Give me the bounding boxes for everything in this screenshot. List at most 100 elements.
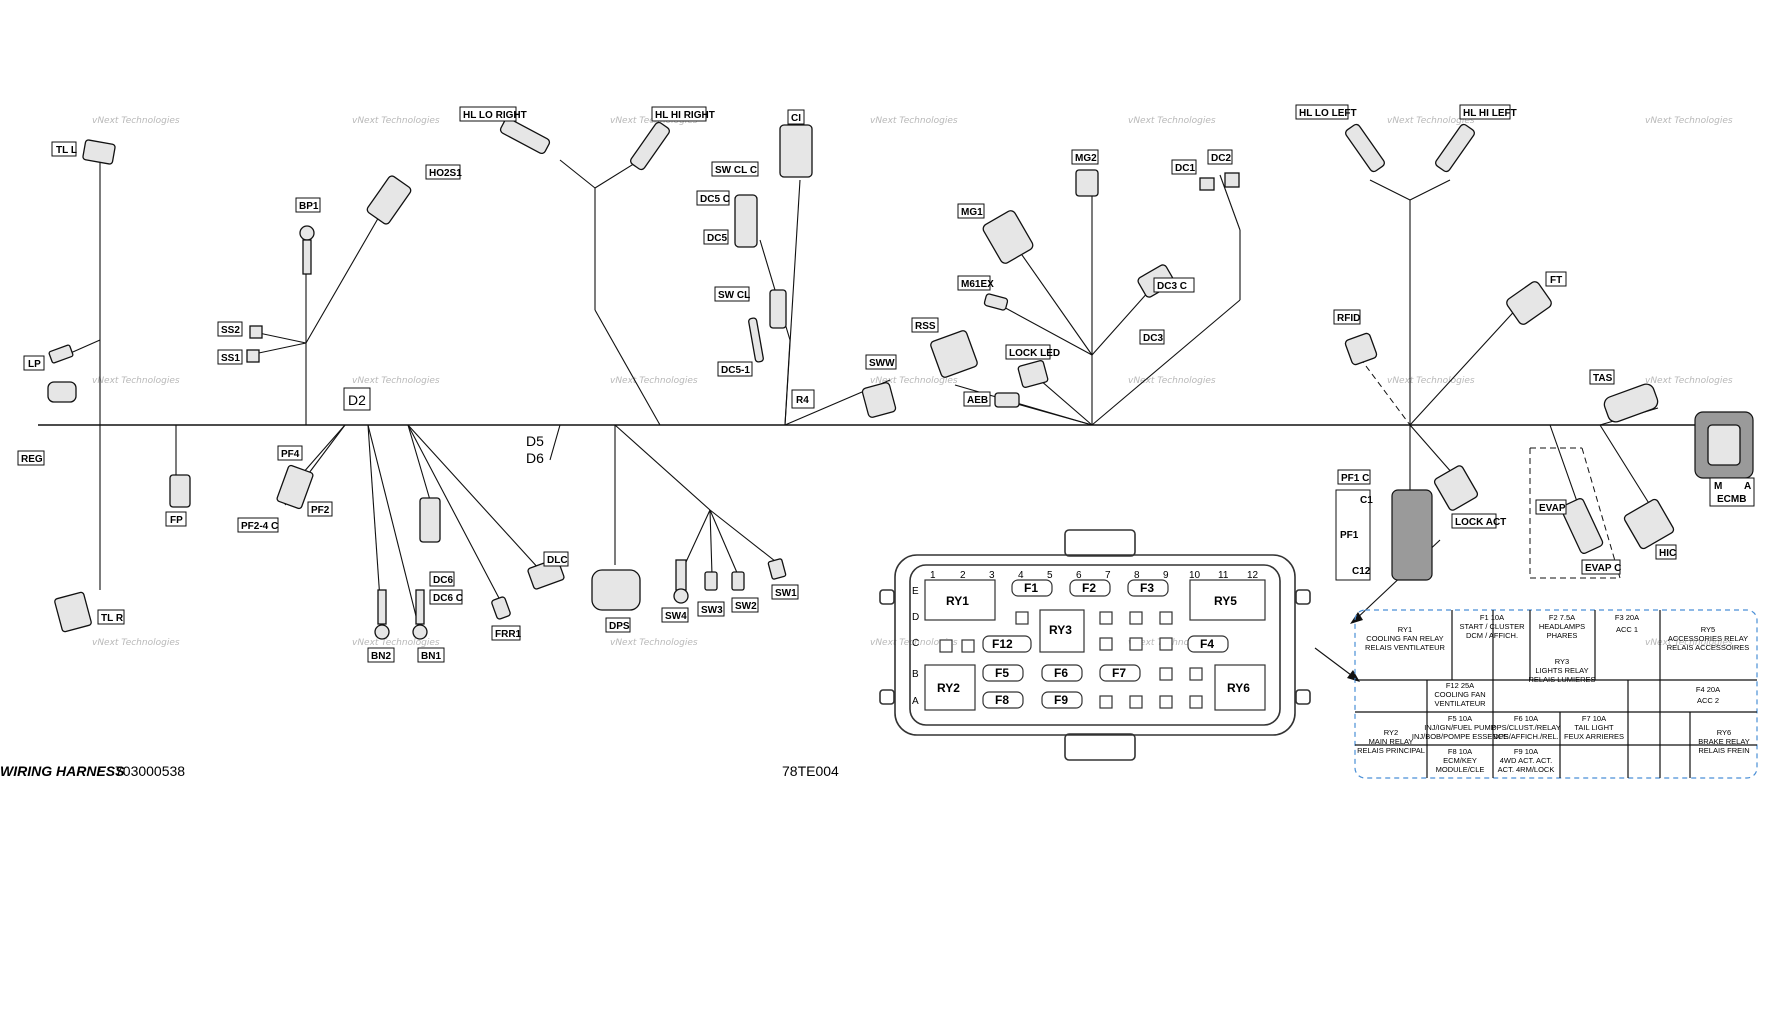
sw1-connector <box>767 558 787 580</box>
label-lp: LP <box>28 359 41 370</box>
mg1-connector <box>982 210 1034 264</box>
label-d5: D5 <box>526 433 544 449</box>
dc5-connector <box>734 194 758 248</box>
label-c1: C1 <box>1360 495 1373 506</box>
svg-text:FEUX ARRIERES: FEUX ARRIERES <box>1564 732 1624 741</box>
svg-text:9: 9 <box>1163 570 1169 581</box>
label-hic: HIC <box>1659 548 1676 559</box>
svg-text:D: D <box>912 612 919 623</box>
label-rfid: RFID <box>1337 313 1360 324</box>
svg-text:RY3: RY3 <box>1049 623 1072 637</box>
connector-shapes <box>47 117 1754 640</box>
label-c12: C12 <box>1352 566 1371 577</box>
watermark: vNext Technologies <box>1645 116 1733 126</box>
svg-text:4: 4 <box>1018 570 1024 581</box>
svg-text:ACCESSORIES RELAY: ACCESSORIES RELAY <box>1668 634 1748 643</box>
svg-text:RELAIS ACCESSOIRES: RELAIS ACCESSOIRES <box>1667 643 1750 652</box>
tas-connector <box>1603 383 1659 423</box>
svg-text:3: 3 <box>989 570 995 581</box>
svg-text:RY1: RY1 <box>946 594 969 608</box>
watermark: vNext Technologies <box>1387 376 1475 386</box>
label-sw3: SW3 <box>701 605 723 616</box>
harness-wires <box>38 159 1705 682</box>
svg-text:INJ/IGN/FUEL PUMP: INJ/IGN/FUEL PUMP <box>1424 723 1495 732</box>
label-ss2: SS2 <box>221 325 240 336</box>
svg-text:COOLING FAN: COOLING FAN <box>1434 690 1485 699</box>
mg2-connector <box>1075 169 1099 197</box>
label-d6: D6 <box>526 450 544 466</box>
lp-connector <box>48 344 74 364</box>
relay-ry5 <box>1189 579 1266 621</box>
fp-connector <box>169 474 191 508</box>
label-pf4: PF4 <box>281 449 300 460</box>
sww-connector <box>861 382 897 418</box>
label-lock-led: LOCK LED <box>1009 348 1060 359</box>
footer-colon: : <box>98 763 102 779</box>
sw4-terminal <box>673 588 689 604</box>
svg-text:START / CLUSTER: START / CLUSTER <box>1459 622 1525 631</box>
svg-text:F7: F7 <box>1112 666 1126 680</box>
label-fp: FP <box>170 515 183 526</box>
svg-text:LIGHTS RELAY: LIGHTS RELAY <box>1535 666 1588 675</box>
relay-ry6 <box>1214 664 1266 711</box>
svg-text:MAIN RELAY: MAIN RELAY <box>1369 737 1414 746</box>
footer: WIRING HARNESS : 703000538 78TE004 <box>0 763 839 779</box>
label-m61ex: M61EX <box>961 279 994 290</box>
footer-part-number: 703000538 <box>115 763 185 779</box>
label-mg2: MG2 <box>1075 153 1097 164</box>
svg-text:F5: F5 <box>995 666 1009 680</box>
svg-text:RY5: RY5 <box>1701 625 1715 634</box>
footer-drawing-code: 78TE004 <box>782 763 839 779</box>
ss1-connector <box>246 349 260 363</box>
label-frr1: FRR1 <box>495 629 522 640</box>
svg-text:ECM/KEY: ECM/KEY <box>1443 756 1477 765</box>
relay-ry3 <box>1039 609 1085 653</box>
svg-text:RELAIS FREIN: RELAIS FREIN <box>1698 746 1749 755</box>
label-dc3: DC3 <box>1143 333 1163 344</box>
watermark: vNext Technologies <box>870 376 958 386</box>
rss-connector <box>930 330 978 378</box>
label-bp1: BP1 <box>299 201 319 212</box>
watermark: vNext Technologies <box>352 376 440 386</box>
evap-connector <box>1560 498 1604 554</box>
svg-text:E: E <box>912 586 919 597</box>
svg-text:VENTILATEUR: VENTILATEUR <box>1434 699 1486 708</box>
label-reg: REG <box>21 454 43 465</box>
svg-text:F1 10A: F1 10A <box>1480 613 1504 622</box>
relay-ry1 <box>924 579 996 621</box>
bp1-lead <box>302 239 312 275</box>
svg-text:F9 10A: F9 10A <box>1514 747 1538 756</box>
label-sw1: SW1 <box>775 588 797 599</box>
svg-text:RELAIS VENTILATEUR: RELAIS VENTILATEUR <box>1365 643 1445 652</box>
svg-text:F8 10A: F8 10A <box>1448 747 1472 756</box>
svg-text:RY1: RY1 <box>1398 625 1412 634</box>
hic-connector <box>1623 498 1675 550</box>
watermark: vNext Technologies <box>1387 116 1475 126</box>
label-m: M <box>1714 481 1722 492</box>
svg-text:INJ/BOB/POMPE ESSENCE: INJ/BOB/POMPE ESSENCE <box>1412 732 1508 741</box>
watermark: vNext Technologies <box>1645 638 1733 648</box>
aeb-connector <box>994 392 1020 408</box>
label-ci: CI <box>791 113 801 124</box>
watermark: vNext Technologies <box>870 116 958 126</box>
label-evap: EVAP <box>1539 503 1566 514</box>
svg-text:10: 10 <box>1189 570 1201 581</box>
svg-text:F7 10A: F7 10A <box>1582 714 1606 723</box>
svg-text:5: 5 <box>1047 570 1053 581</box>
dc5-1-connector <box>748 317 764 363</box>
svg-text:1: 1 <box>930 570 936 581</box>
svg-text:RY5: RY5 <box>1214 594 1237 608</box>
sw3-connector <box>704 571 718 591</box>
hl-lo-left-connector <box>1345 123 1385 173</box>
svg-text:ACC 2: ACC 2 <box>1697 696 1719 705</box>
label-mg1: MG1 <box>961 207 983 218</box>
svg-text:F12: F12 <box>992 637 1013 651</box>
label-dc5-1: DC5-1 <box>721 365 750 376</box>
watermark: vNext Technologies <box>92 376 180 386</box>
label-dlc: DLC <box>547 555 568 566</box>
svg-text:PHARES: PHARES <box>1547 631 1578 640</box>
fuse-legend-table: RY1 COOLING FAN RELAY RELAIS VENTILATEUR… <box>1354 609 1758 779</box>
lock-led-connector <box>1017 360 1049 388</box>
svg-text:RELAIS LUMIERES: RELAIS LUMIERES <box>1528 675 1595 684</box>
svg-text:F8: F8 <box>995 693 1009 707</box>
